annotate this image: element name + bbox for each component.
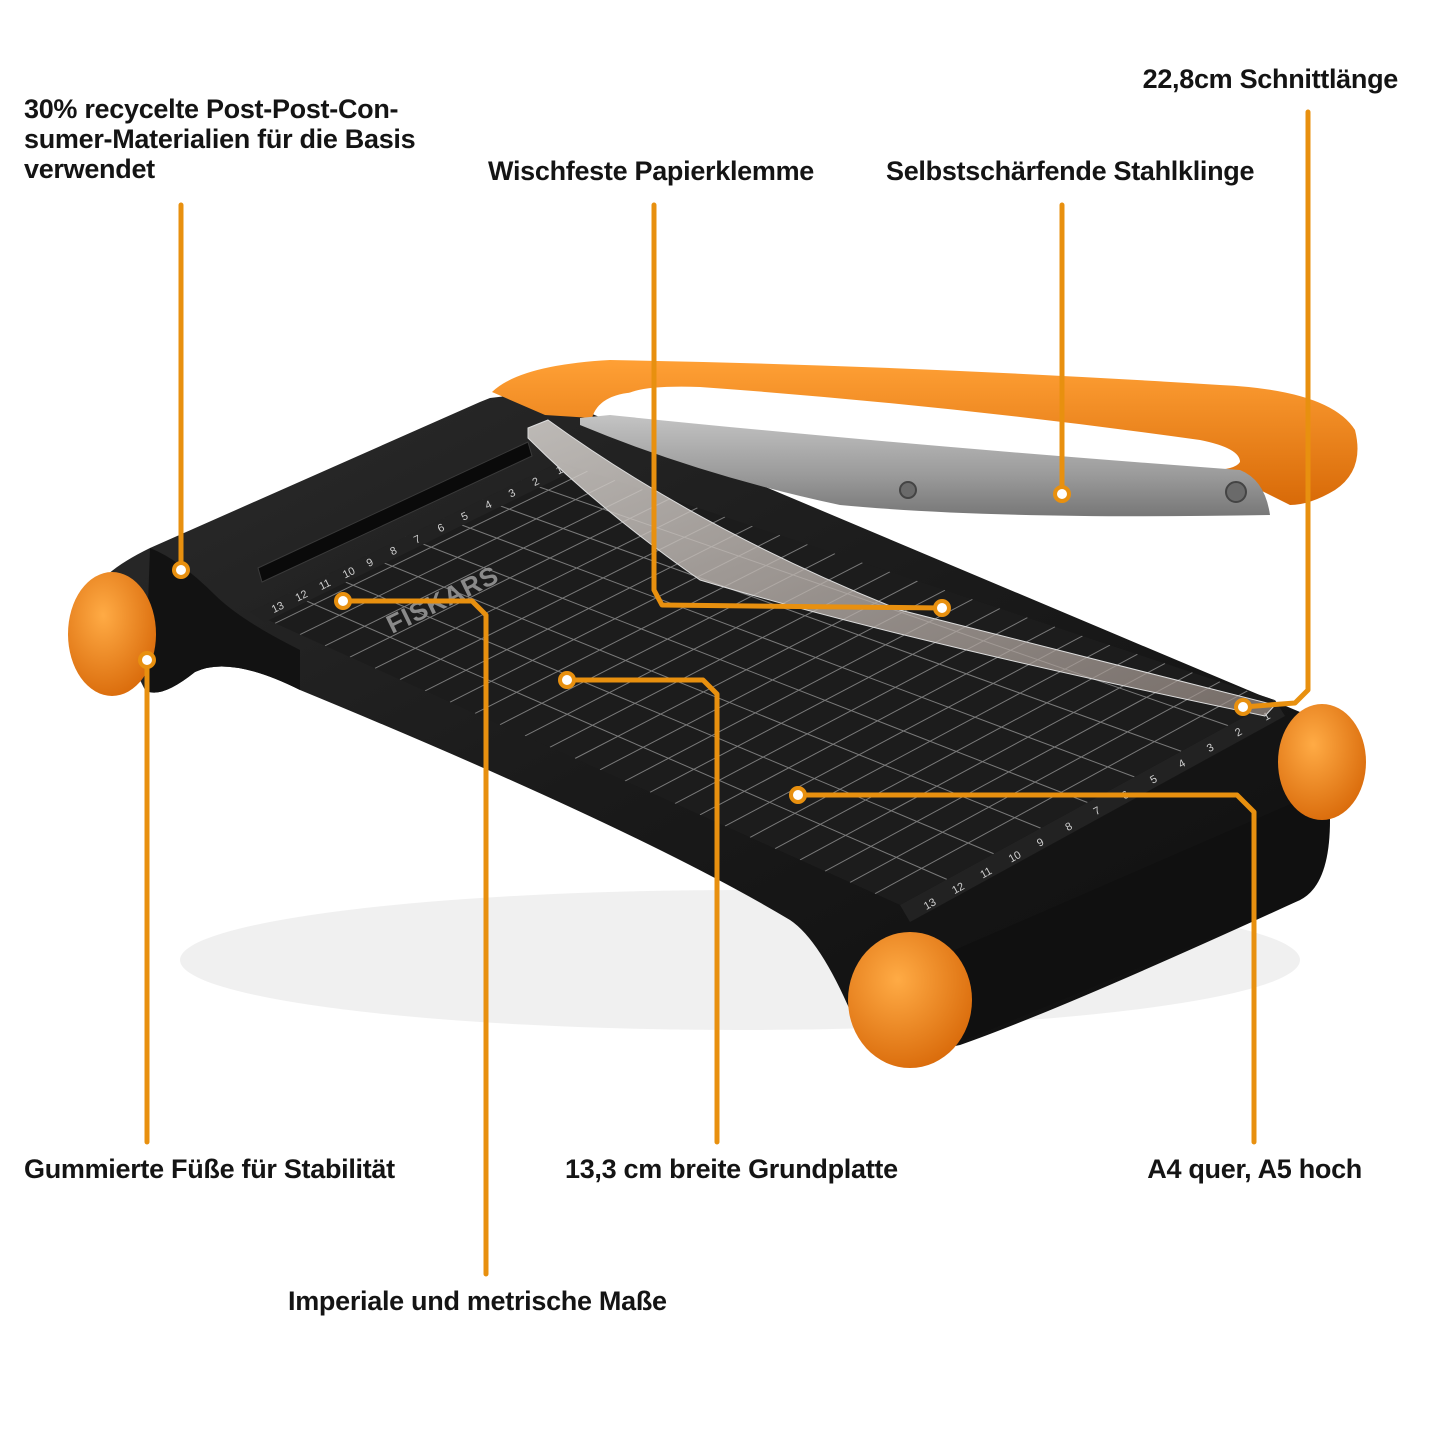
ruler-left [250,462,575,622]
ruler-number-front: 8 [1063,820,1074,833]
ruler-number-left: 12 [294,588,310,604]
callout-recycled-line-1: 30% recycelte Post-Post-Con- [24,94,399,124]
ruler-number-front: 1 [1261,710,1272,723]
callout-line-format [795,792,1257,1145]
ruler-number-front: 12 [950,880,967,896]
ruler-number-left: 6 [436,522,447,535]
ruler-number-left: 3 [507,487,518,500]
ruler-number-front: 9 [1035,836,1046,849]
callout-line-base [564,677,720,1145]
ruler-number-left: 5 [459,510,470,523]
base-front-edge [944,800,1330,1040]
callout-lines [144,109,1311,1277]
ruler-number-left: 8 [388,545,399,558]
callout-recycled-line-2: sumer-Materialien für die Basis [24,124,416,154]
callout-dots [138,485,1252,804]
rubber-foot-back-right[interactable] [1278,704,1366,820]
callout-line-clamp [651,202,945,611]
callout-steel-blade: Selbstschärfende Stahlklinge [886,156,1255,186]
callout-recycled-line-3: verwendet [24,154,155,184]
base-left-edge [145,548,300,693]
ruler-number-front: 11 [978,865,994,881]
ruler-number-left: 4 [483,499,494,512]
ruler-number-front: 7 [1092,805,1103,818]
callout-line-length [1240,109,1311,710]
callout-recycled-materials: 30% recycelte Post-Post-Con- sumer-Mater… [24,94,454,184]
ruler-number-left: 2 [531,476,542,489]
callout-base-width: 13,3 cm breite Grundplatte [565,1154,898,1184]
callout-rubber-feet: Gummierte Füße für Stabilität [24,1154,395,1184]
ruler-number-left: 7 [412,533,423,546]
steel-blade [580,415,1270,517]
rubber-foot-front[interactable] [848,932,972,1068]
ruler-number-left: 11 [317,577,333,593]
blade-screw-right [1225,481,1247,503]
paper-clamp [527,419,1276,717]
callout-measurements: Imperiale und metrische Maße [288,1286,667,1316]
blade-screw-left [899,481,917,499]
ruler-number-front: 2 [1233,726,1244,739]
ruler-number-front: 4 [1177,757,1188,770]
handle-grip-opening [625,386,1240,470]
ruler-number-front: 10 [1007,849,1024,865]
ruler-number-front: 13 [922,896,939,912]
ruler-number-left: 13 [270,600,286,616]
ruler-number-front: 5 [1148,773,1159,786]
callout-cut-length: 22,8cm Schnittlänge [1142,64,1399,94]
rubber-foot-back-left[interactable] [68,572,156,696]
ruler-number-left: 10 [341,565,357,581]
ruler-front [900,700,1285,922]
callout-paper-clamp: Wischfeste Papierklemme [488,156,815,186]
callout-line-measure [340,598,489,1277]
callout-paper-formats: A4 quer, A5 hoch [1147,1154,1362,1184]
ruler-number-left: 1 [554,464,565,477]
ruler-number-front: 3 [1205,742,1216,755]
ruler-number-left: 9 [365,556,376,569]
paper-guide-slot [257,441,533,583]
